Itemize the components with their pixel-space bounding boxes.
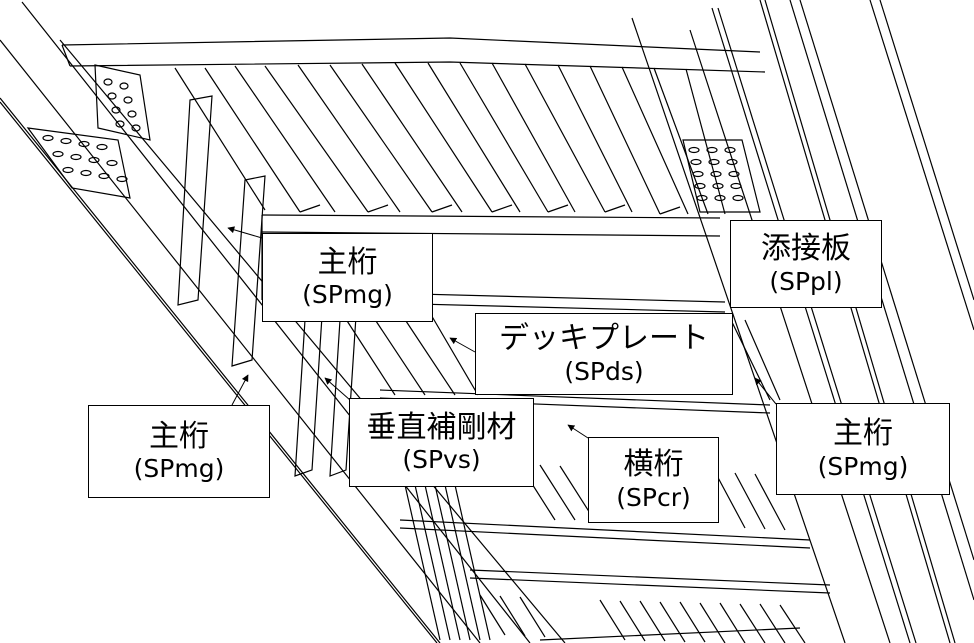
deck-plate-ribs-middle — [340, 310, 780, 400]
label-main-girder-left-code: (SPmg) — [133, 454, 225, 484]
deck-plate-ribs-lower — [480, 465, 805, 643]
label-cross-beam: 横桁 (SPcr) — [588, 437, 719, 523]
label-main-girder-right-code: (SPmg) — [817, 451, 909, 481]
label-cross-beam-name: 横桁 — [623, 447, 684, 483]
label-cross-beam-code: (SPcr) — [616, 482, 691, 512]
label-main-girder-center-name: 主桁 — [317, 244, 378, 280]
label-deck-plate-name: デッキプレート — [499, 321, 709, 357]
arrow-main-girder-center — [227, 226, 262, 238]
label-deck-plate-code: (SPds) — [564, 356, 644, 386]
label-main-girder-right-name: 主桁 — [833, 416, 893, 452]
label-main-girder-center-code: (SPmg) — [302, 280, 393, 310]
label-splice-plate-name: 添接板 — [761, 231, 851, 267]
splice-plate-right — [683, 140, 760, 212]
arrow-deck-plate — [449, 338, 475, 352]
label-deck-plate: デッキプレート (SPds) — [475, 313, 733, 395]
splice-plate-left-upper — [95, 65, 150, 140]
label-main-girder-center: 主桁 (SPmg) — [262, 233, 433, 322]
label-splice-plate: 添接板 (SPpl) — [730, 220, 882, 308]
label-main-girder-right: 主桁 (SPmg) — [776, 403, 950, 495]
label-vertical-stiffener-code: (SPvs) — [402, 445, 481, 475]
splice-plate-left-lower — [28, 128, 130, 198]
label-main-girder-left-name: 主桁 — [149, 418, 209, 454]
label-vertical-stiffener: 垂直補剛材 (SPvs) — [349, 398, 534, 487]
label-main-girder-left: 主桁 (SPmg) — [88, 405, 270, 498]
label-splice-plate-code: (SPpl) — [769, 266, 843, 296]
cross-beam-lower — [380, 390, 830, 593]
main-girder-right — [632, 0, 974, 643]
vertical-stiffeners-left — [178, 96, 356, 476]
main-girder-left — [0, 2, 565, 643]
arrow-main-girder-right — [754, 377, 776, 404]
label-vertical-stiffener-name: 垂直補剛材 — [366, 409, 517, 445]
leader-arrows — [227, 226, 776, 438]
arrow-main-girder-left — [232, 374, 248, 405]
vertical-stiffeners-lower — [405, 485, 490, 640]
arrow-vertical-stiffener — [324, 377, 350, 400]
upper-cross-member — [62, 38, 765, 72]
deck-plate-ribs-upper — [175, 63, 725, 214]
arrow-cross-beam — [567, 425, 588, 438]
